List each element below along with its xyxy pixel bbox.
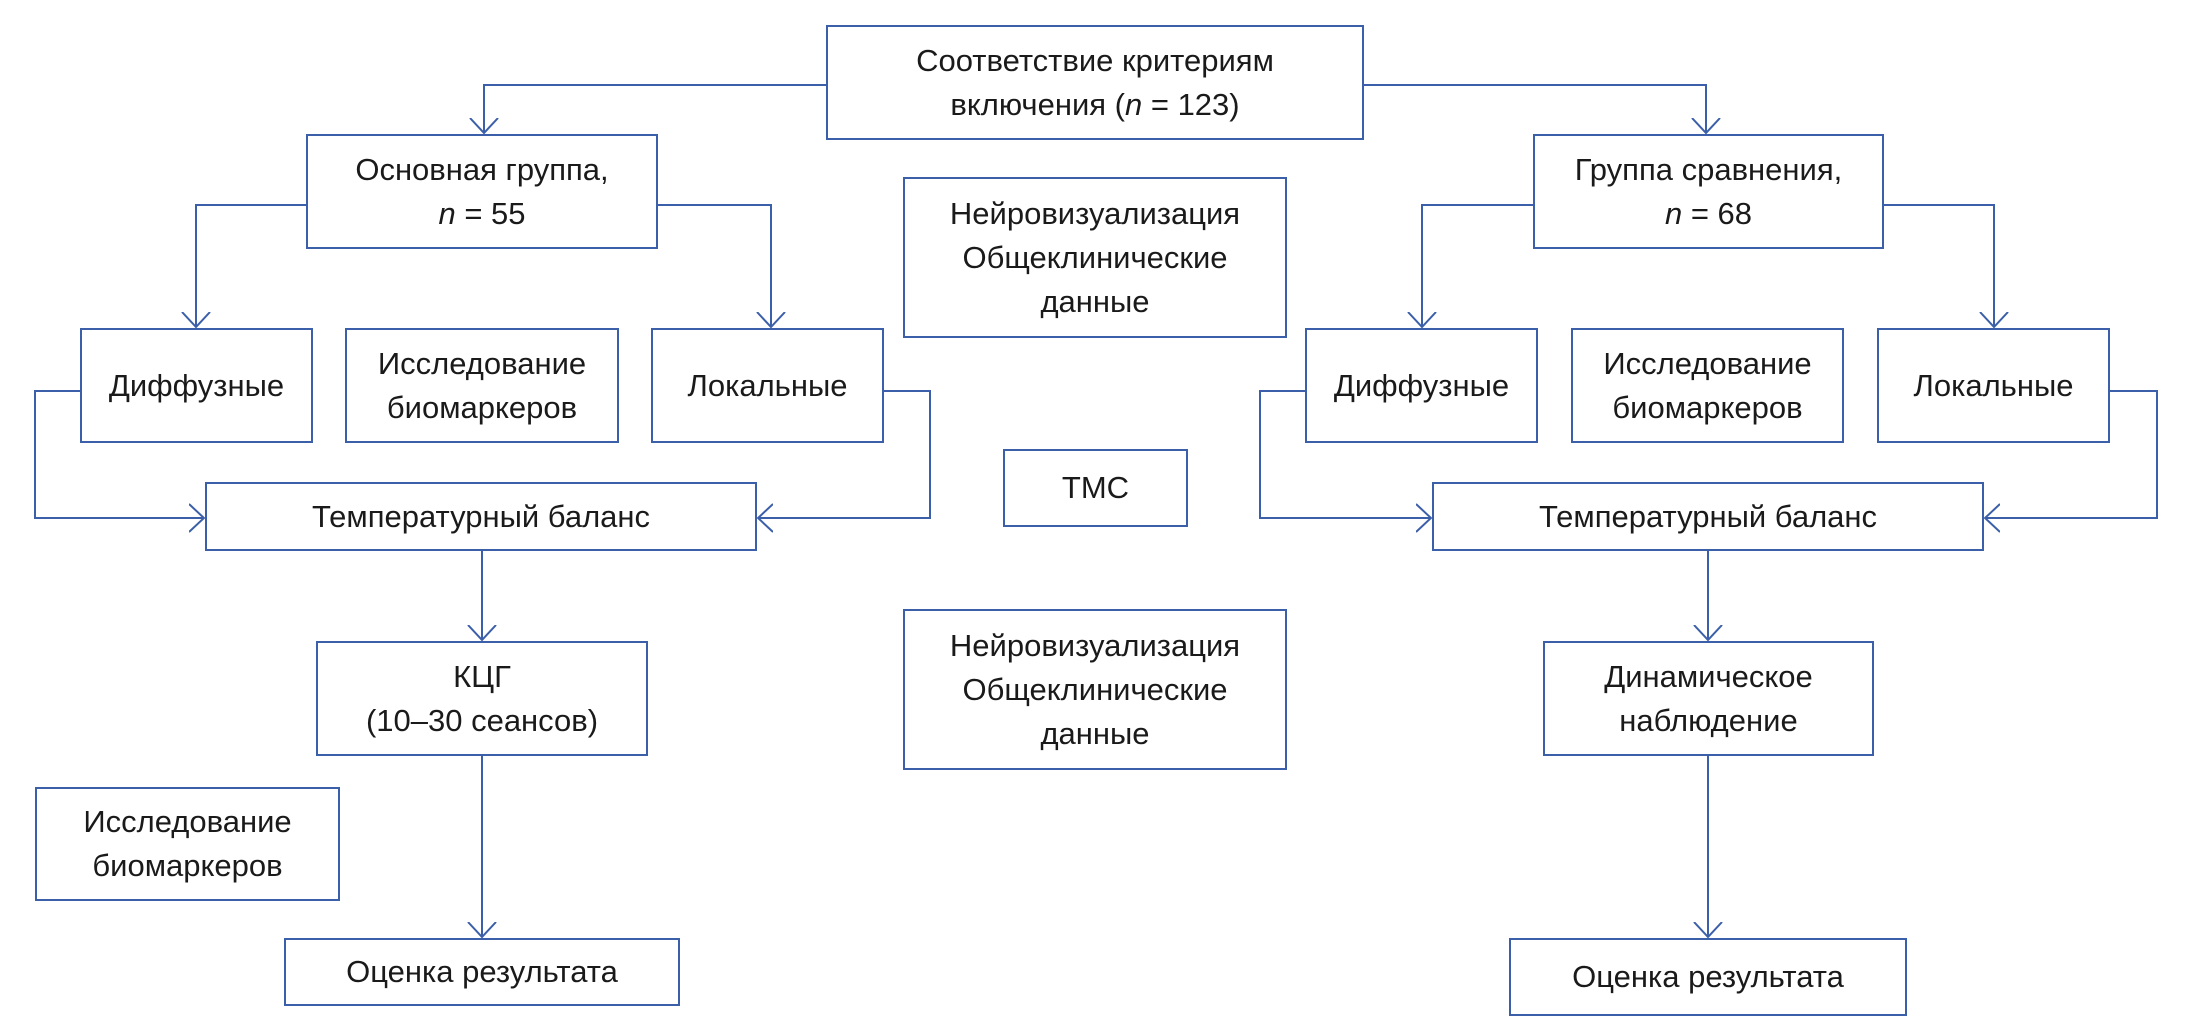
- left-biomarkers-after-box: Исследование биомаркеров: [35, 787, 340, 901]
- comparison-group-box: Группа сравнения, n = 68: [1533, 134, 1884, 249]
- right-observation-box: Динамическое наблюдение: [1543, 641, 1874, 756]
- neuroimaging-bottom-box: Нейровизуализация Общеклинические данные: [903, 609, 1287, 770]
- right-biomarkers-box: Исследование биомаркеров: [1571, 328, 1844, 443]
- left-treatment-box: КЦГ (10–30 сеансов): [316, 641, 648, 756]
- left-diffuse-box: Диффузные: [80, 328, 313, 443]
- arrow-root-to-main: [484, 84, 826, 133]
- inclusion-criteria-box: Соответствие критериям включения (n = 123…: [826, 25, 1364, 140]
- left-local-box: Локальные: [651, 328, 884, 443]
- comparison-group-count: n = 68: [1664, 195, 1753, 231]
- arrow-left-diffuse-to-temperature: [34, 390, 204, 518]
- left-outcome-box: Оценка результата: [284, 938, 680, 1006]
- arrow-comparison-to-diffuse: [1422, 204, 1533, 327]
- comparison-group-label: Группа сравнения,: [1574, 151, 1843, 187]
- neuroimaging-top-box: Нейровизуализация Общеклинические данные: [903, 177, 1287, 338]
- arrow-main-to-local: [658, 204, 771, 327]
- right-diffuse-box: Диффузные: [1305, 328, 1538, 443]
- main-group-box: Основная группа, n = 55: [306, 134, 658, 249]
- main-group-count: n = 55: [438, 195, 526, 231]
- tms-box: ТМС: [1003, 449, 1188, 527]
- right-temperature-box: Температурный баланс: [1432, 482, 1984, 551]
- arrow-root-to-comparison: [1364, 84, 1706, 133]
- inclusion-criteria-line2: включения (n = 123): [950, 86, 1240, 122]
- right-outcome-box: Оценка результата: [1509, 938, 1907, 1016]
- left-temperature-box: Температурный баланс: [205, 482, 757, 551]
- arrow-right-local-to-temperature: [1985, 390, 2158, 518]
- arrow-comparison-to-local: [1884, 204, 1994, 327]
- arrow-right-diffuse-to-temperature: [1259, 390, 1431, 518]
- right-local-box: Локальные: [1877, 328, 2110, 443]
- left-biomarkers-box: Исследование биомаркеров: [345, 328, 619, 443]
- arrow-main-to-diffuse: [196, 204, 306, 327]
- inclusion-criteria-line1: Соответствие критериям: [916, 42, 1274, 78]
- arrow-left-local-to-temperature: [758, 390, 931, 518]
- main-group-label: Основная группа,: [355, 151, 609, 187]
